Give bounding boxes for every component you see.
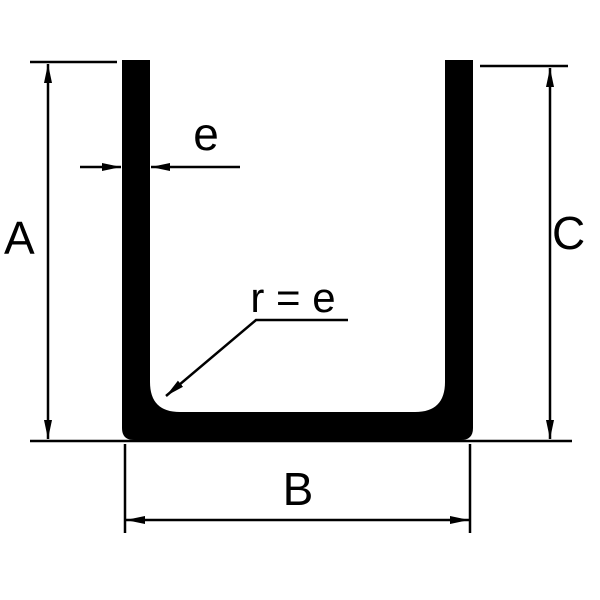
u-channel-shape	[122, 60, 473, 440]
label-thickness-e: e	[193, 108, 219, 160]
label-dim-A: A	[4, 212, 35, 264]
label-dim-B: B	[283, 463, 314, 515]
label-dim-C: C	[552, 207, 585, 259]
leader-line-radius	[165, 318, 348, 397]
label-radius-note: r = e	[250, 274, 335, 321]
